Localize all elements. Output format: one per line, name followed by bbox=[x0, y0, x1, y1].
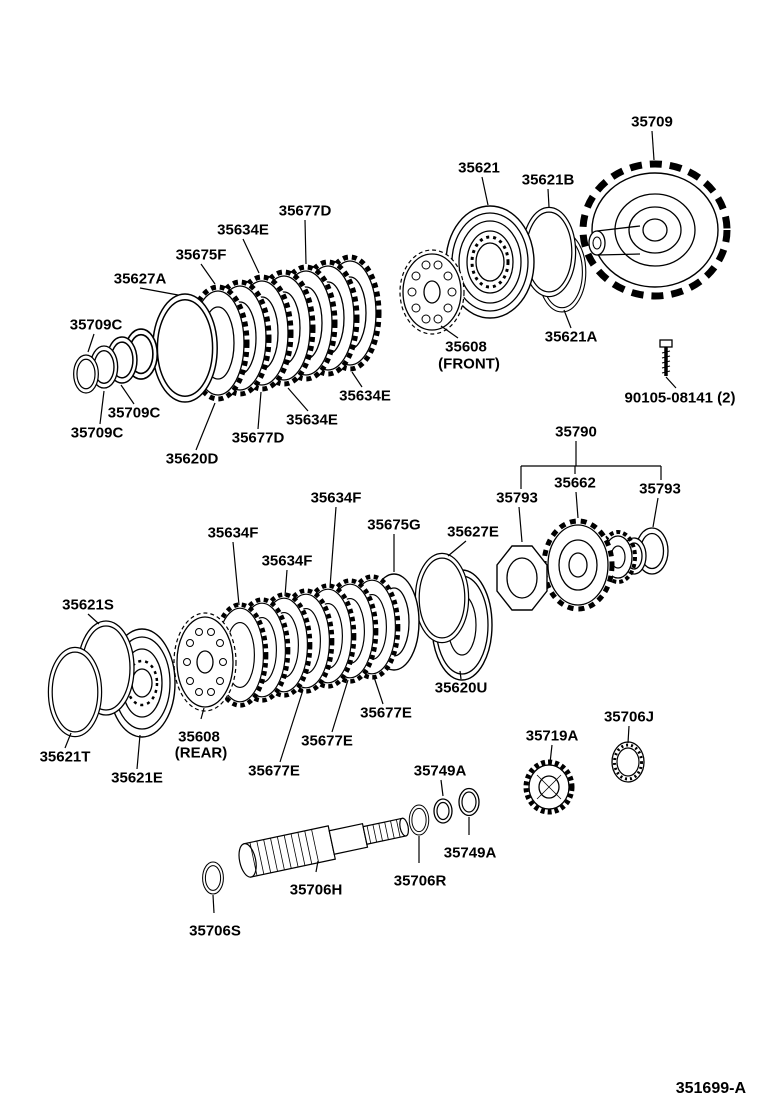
part-35706h-output-shaft bbox=[238, 817, 410, 878]
part-35749a-rings bbox=[433, 787, 480, 824]
leader-lines bbox=[64, 130, 677, 914]
part-35706j-ring bbox=[611, 741, 645, 783]
part-90105-08141-bolt bbox=[659, 339, 673, 376]
part-35719a-gear bbox=[523, 759, 575, 815]
part-35706s-ring bbox=[202, 861, 224, 895]
drawing-number: 351699-A bbox=[675, 1080, 746, 1097]
rear-clutch-plates bbox=[213, 576, 399, 707]
part-35709c-snap-rings bbox=[73, 328, 159, 394]
assembly-bracket-35790 bbox=[520, 441, 662, 489]
part-35627a-ring bbox=[152, 293, 218, 403]
part-35608-front-disc bbox=[399, 249, 465, 335]
part-35709-clutch-drum bbox=[579, 160, 731, 300]
front-clutch-plates bbox=[188, 256, 380, 400]
part-35608-rear-disc bbox=[173, 612, 237, 712]
part-35627e-ring bbox=[414, 552, 470, 644]
part-35706r-ring bbox=[408, 804, 430, 836]
part-35621t-ring bbox=[47, 646, 103, 738]
part-35793-left-flange bbox=[496, 545, 548, 611]
part-35793-right-washer bbox=[621, 527, 669, 575]
part-35621-front-clutch-piston bbox=[445, 205, 535, 319]
part-35662-one-way-clutch bbox=[541, 518, 637, 612]
